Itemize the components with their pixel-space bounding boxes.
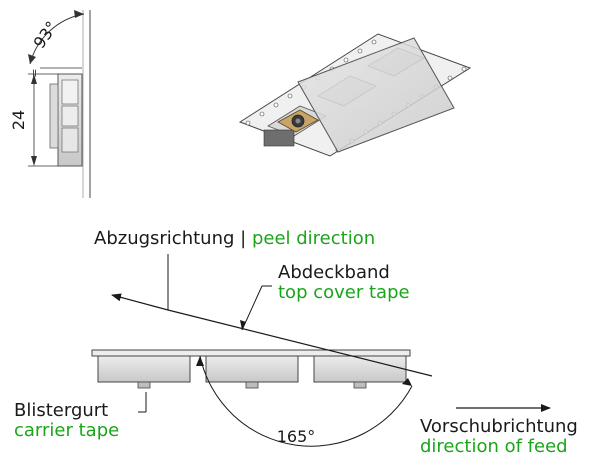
cover-tape-de: Abdeckband <box>278 262 390 283</box>
peel-direction-de: Abzugsrichtung <box>94 228 235 249</box>
peel-angle-label: 165° <box>277 427 316 446</box>
feed-direction-en: direction of feed <box>420 436 568 457</box>
carrier-tape-en: carrier tape <box>14 420 120 441</box>
peel-direction-separator: | <box>240 228 247 249</box>
tape-height-label: 24 <box>9 110 28 130</box>
carrier-tape-label: Blistergurt carrier tape <box>14 401 119 441</box>
gap-mark-label: = <box>28 68 41 77</box>
cover-tape-label: Abdeckband top cover tape <box>278 263 410 303</box>
peel-direction-label: Abzugsrichtung | peel direction <box>94 229 375 249</box>
peel-geometry-drawing <box>91 254 551 447</box>
tilt-angle-label: 93° <box>30 18 62 52</box>
cover-tape-en: top cover tape <box>278 282 410 303</box>
feed-direction-de: Vorschubrichtung <box>420 416 578 437</box>
carrier-tape-de: Blistergurt <box>14 400 109 421</box>
feed-direction-label: Vorschubrichtung direction of feed <box>420 417 578 457</box>
peel-direction-en: peel direction <box>251 228 376 249</box>
isometric-tape-drawing <box>238 33 472 157</box>
side-view-drawing <box>28 10 91 198</box>
